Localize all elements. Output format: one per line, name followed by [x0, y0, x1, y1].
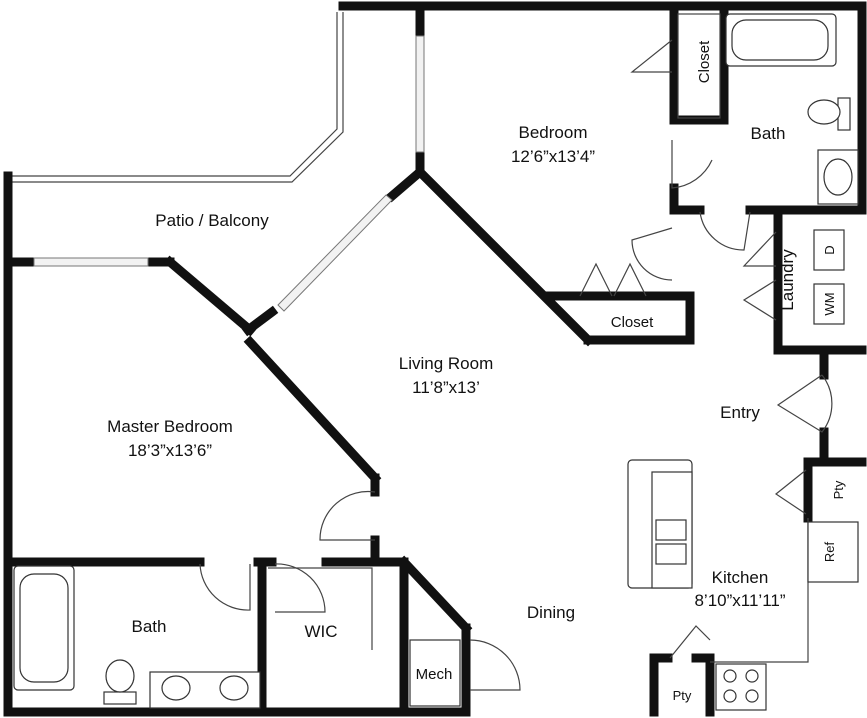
ref-label: Ref — [822, 541, 837, 562]
master-size: 18’3”x13’6” — [128, 441, 212, 460]
patio-label: Patio / Balcony — [155, 211, 269, 230]
closet-top-label: Closet — [696, 40, 713, 83]
laundry-label: Laundry — [778, 249, 797, 311]
closet-mid-label: Closet — [611, 314, 654, 331]
bedroom-size: 12’6”x13’4” — [511, 147, 595, 166]
bedroom-label: Bedroom — [519, 123, 588, 142]
bath-master-label: Bath — [132, 617, 167, 636]
doors — [199, 39, 833, 691]
kitchen-label: Kitchen — [712, 568, 769, 587]
mech-label: Mech — [416, 666, 453, 683]
washer-label: WM — [822, 292, 837, 315]
pantry-bottom-label: Pty — [673, 688, 692, 703]
patio-railing — [12, 12, 344, 183]
kitchen-size: 8’10”x11’11” — [694, 591, 785, 610]
fixtures — [13, 13, 859, 711]
wic-label: WIC — [304, 622, 337, 641]
bath-top-label: Bath — [751, 124, 786, 143]
windows — [33, 35, 425, 312]
pantry-top-label: Pty — [831, 480, 846, 499]
dryer-label: D — [822, 245, 837, 254]
living-label: Living Room — [399, 354, 494, 373]
master-label: Master Bedroom — [107, 417, 233, 436]
entry-label: Entry — [720, 403, 760, 422]
room-labels: Patio / Balcony Bedroom 12’6”x13’4” Bath… — [107, 40, 846, 703]
dining-label: Dining — [527, 603, 575, 622]
walls — [3, 1, 867, 717]
living-size: 11’8”x13’ — [412, 378, 480, 397]
